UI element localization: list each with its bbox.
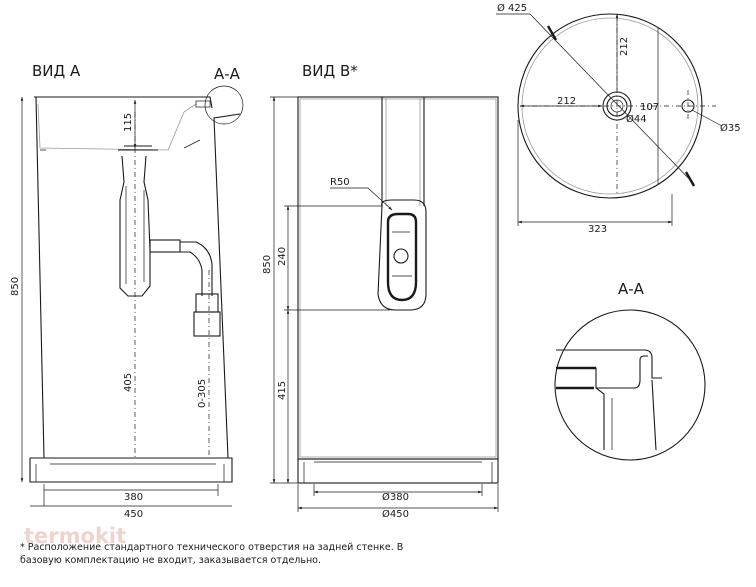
dim-plan-left: 212 xyxy=(557,96,576,107)
front-panel xyxy=(297,96,499,460)
dim-inner-width: 380 xyxy=(124,492,143,503)
dim-pipe: 0-305 xyxy=(197,379,208,408)
view-a-title: ВИД А xyxy=(32,62,81,80)
footnote-line-2: базовую комплектацию не входит, заказыва… xyxy=(20,555,322,566)
view-b-title: ВИД В* xyxy=(302,62,358,80)
footnote-line-1: * Расположение стандартного технического… xyxy=(20,542,404,553)
dim-plan-right: 107 xyxy=(640,102,659,113)
drain xyxy=(118,145,158,151)
view-b: ВИД В* R50 850 240 415 Ø380 Ø45 xyxy=(262,62,499,520)
bowl-inner xyxy=(37,103,197,151)
dim-outer-width: 450 xyxy=(124,509,143,520)
dim-plan-depth: 323 xyxy=(588,224,607,235)
section-title: А-А xyxy=(618,280,645,298)
siphon-outlet xyxy=(149,239,181,253)
dim-b-height: 850 xyxy=(262,255,273,274)
basin-rim xyxy=(34,96,213,109)
front-plinth xyxy=(297,458,499,484)
siphon xyxy=(119,155,151,297)
section-circle xyxy=(554,309,706,461)
dim-siphon: 405 xyxy=(123,373,134,392)
dim-radius: R50 xyxy=(330,177,350,188)
section-marker: А-А xyxy=(214,65,241,83)
footnote: * Расположение стандартного технического… xyxy=(20,541,420,567)
wall-connector xyxy=(195,293,219,313)
dim-plan-up: 212 xyxy=(619,37,630,56)
view-a: ВИД А А-А 850 115 405 0-305 xyxy=(10,62,244,520)
dim-drain: Ø44 xyxy=(626,113,647,125)
section-detail: А-А xyxy=(554,280,706,461)
plan-view: Ø 425 212 212 107 Ø44 Ø35 323 xyxy=(496,2,741,235)
detail-circle xyxy=(204,85,244,125)
dim-b-outer: Ø450 xyxy=(382,508,409,520)
dim-height: 850 xyxy=(10,277,21,296)
rear-opening xyxy=(377,199,427,311)
rear-siphon xyxy=(386,212,418,302)
dim-hole-bottom: 415 xyxy=(277,381,288,400)
dim-hole-height: 240 xyxy=(277,247,288,266)
dim-tap-hole: Ø35 xyxy=(720,122,741,134)
tap-hole xyxy=(681,99,695,113)
dim-plan-diameter: Ø 425 xyxy=(497,2,527,14)
plinth xyxy=(29,457,233,483)
pedestal-outline xyxy=(35,96,241,459)
watermark: termokit xyxy=(24,524,127,548)
dim-top: 115 xyxy=(123,113,134,132)
dim-b-inner: Ø380 xyxy=(382,491,409,503)
